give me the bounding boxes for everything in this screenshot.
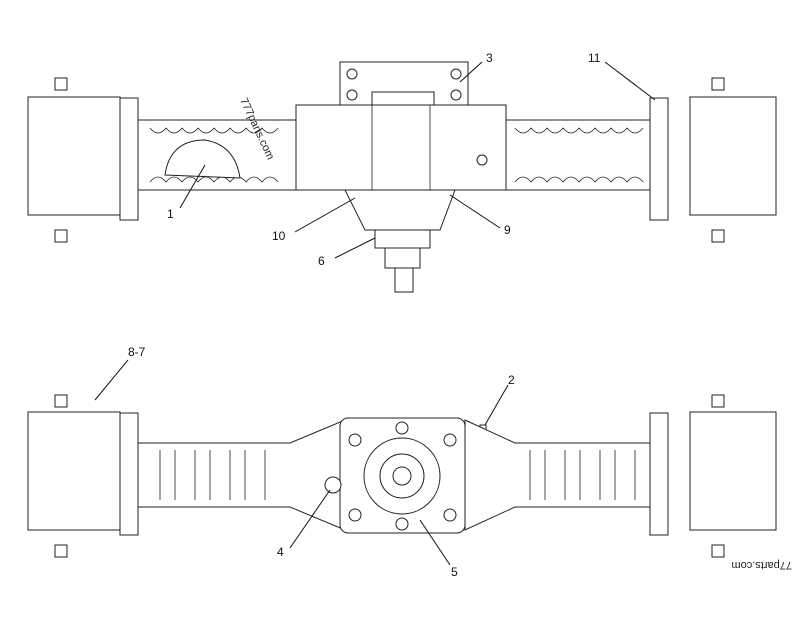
pinion-yoke [384,247,421,269]
right-flange [649,97,669,221]
right-hub [689,96,777,216]
callout-2: 2 [508,373,515,387]
right-flange [649,412,669,536]
right-hub [689,411,777,531]
callout-8-7: 8-7 [128,345,146,359]
left-flange [119,412,139,536]
pinion-carrier [344,189,456,231]
callout-5: 5 [451,565,458,579]
left-hub [27,96,121,216]
callout-1: 1 [167,207,174,221]
callout-10: 10 [272,229,286,243]
callout-6: 6 [318,254,325,268]
left-flange [119,97,139,221]
top-axle-view [27,61,777,293]
right-axle-tube [464,419,661,531]
callout-3: 3 [486,51,493,65]
left-hub [27,411,121,531]
breather-cover [164,139,241,179]
drain-plug [324,476,342,494]
center-housing [295,104,507,191]
callout-9: 9 [504,223,511,237]
callout-4: 4 [277,545,284,559]
bottom-axle-view [27,394,777,558]
leader-lines [94,61,656,566]
callout-11: 11 [588,51,601,65]
watermark: 77parts.com [731,559,792,571]
